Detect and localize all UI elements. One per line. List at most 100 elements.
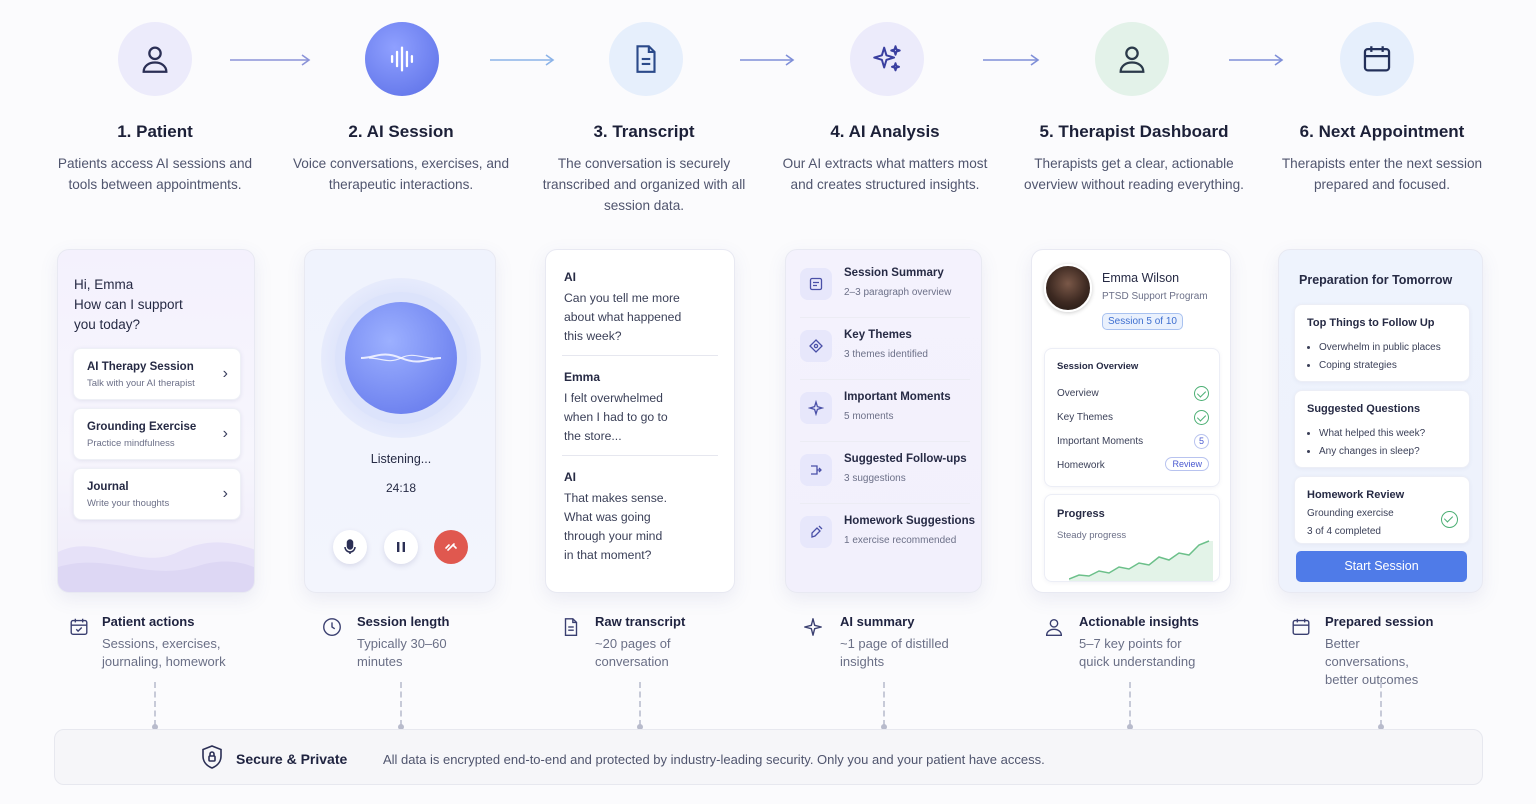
homework-review-box: Homework Review Grounding exercise 3 of … bbox=[1294, 476, 1470, 544]
footer-title: Prepared session bbox=[1325, 614, 1434, 629]
transcript-message: Emma I felt overwhelmed when I had to go… bbox=[564, 370, 719, 446]
message-line: in that moment? bbox=[564, 548, 652, 562]
important-moments-row: Important Moments 5 moments bbox=[800, 386, 970, 442]
homework-count: 3 of 4 completed bbox=[1307, 526, 1381, 537]
message-line: That makes sense. bbox=[564, 491, 667, 505]
suggested-followups-row: Suggested Follow-ups 3 suggestions bbox=[800, 448, 970, 504]
homework-icon bbox=[800, 516, 832, 548]
ai-therapy-session-item[interactable]: AI Therapy Session Talk with your AI the… bbox=[73, 348, 241, 400]
greeting: Hi, Emma How can I support you today? bbox=[74, 275, 183, 335]
mic-button[interactable] bbox=[333, 530, 367, 564]
pause-button[interactable] bbox=[384, 530, 418, 564]
footer-desc: Better conversations, better outcomes bbox=[1325, 636, 1419, 687]
sparkle-icon bbox=[804, 618, 822, 636]
message-line: this week? bbox=[564, 329, 622, 343]
footer-desc: ~20 pages of conversation bbox=[595, 636, 671, 669]
sparkles-icon bbox=[873, 45, 901, 72]
listening-status: Listening... bbox=[370, 452, 432, 466]
panel-title: Session Overview bbox=[1057, 361, 1139, 372]
soundwave-icon bbox=[390, 46, 414, 72]
footer-title: Raw transcript bbox=[595, 614, 686, 629]
follow-up-item: Overwhelm in public places bbox=[1319, 339, 1441, 357]
footer-title: Session length bbox=[357, 614, 450, 629]
step-2-icon-circle bbox=[365, 22, 439, 96]
item-title: Grounding Exercise bbox=[87, 421, 197, 433]
footer-desc: Sessions, exercises, journaling, homewor… bbox=[102, 636, 226, 669]
message-line: Can you tell me more bbox=[564, 291, 680, 305]
row-subtitle: 2–3 paragraph overview bbox=[844, 287, 952, 298]
box-title: Top Things to Follow Up bbox=[1307, 317, 1435, 329]
secure-title: Secure & Private bbox=[236, 751, 348, 767]
footer-title: AI summary bbox=[840, 614, 915, 629]
divider bbox=[562, 455, 718, 456]
review-button[interactable]: Review bbox=[1165, 457, 1209, 471]
progress-sparkline bbox=[1069, 540, 1213, 581]
item-title: AI Therapy Session bbox=[87, 361, 194, 373]
end-call-button[interactable] bbox=[434, 530, 468, 564]
microphone-icon bbox=[344, 539, 356, 554]
document-icon bbox=[636, 45, 656, 73]
clock-icon bbox=[323, 618, 341, 636]
transcript-card: AI Can you tell me more about what happe… bbox=[545, 249, 735, 593]
message-line: I felt overwhelmed bbox=[564, 391, 663, 405]
flow-arrow bbox=[1229, 53, 1285, 66]
row-title: Key Themes bbox=[844, 329, 912, 341]
wave-decoration bbox=[58, 542, 254, 592]
speaker-name: AI bbox=[564, 270, 576, 284]
connector-line bbox=[637, 682, 643, 730]
step-2-title: 2. AI Session bbox=[348, 122, 454, 141]
ai-analysis-card: Session Summary 2–3 paragraph overview K… bbox=[785, 249, 982, 593]
message-line: when I had to go to bbox=[564, 410, 668, 424]
transcript-message: AI Can you tell me more about what happe… bbox=[564, 270, 719, 346]
pause-icon bbox=[397, 542, 405, 552]
step-3-title: 3. Transcript bbox=[593, 122, 695, 141]
step-5-title: 5. Therapist Dashboard bbox=[1039, 122, 1229, 141]
session-overview-panel: Session Overview Overview Key Themes Imp… bbox=[1044, 348, 1220, 487]
step-3-icon-circle bbox=[609, 22, 683, 96]
calendar-icon bbox=[1363, 46, 1391, 72]
overview-row: Overview bbox=[1057, 386, 1209, 401]
transcript-message: AI That makes sense. What was going thro… bbox=[564, 470, 719, 565]
message-line: about what happened bbox=[564, 310, 682, 324]
therapist-dashboard-card: Emma Wilson PTSD Support Program Session… bbox=[1031, 249, 1231, 593]
session-summary-row: Session Summary 2–3 paragraph overview bbox=[800, 262, 970, 318]
patient-card: Hi, Emma How can I support you today? AI… bbox=[57, 249, 255, 593]
session-timer: 24:18 bbox=[385, 481, 417, 495]
ai-session-card: Listening... 24:18 bbox=[304, 249, 496, 593]
session-badge: Session 5 of 10 bbox=[1102, 313, 1183, 330]
connector-line bbox=[1127, 682, 1133, 730]
item-subtitle: Practice mindfulness bbox=[87, 438, 175, 449]
row-title: Homework Suggestions bbox=[844, 515, 975, 527]
homework-suggestions-row: Homework Suggestions 1 exercise recommen… bbox=[800, 510, 975, 566]
program-name: PTSD Support Program bbox=[1102, 291, 1208, 302]
flow-arrow bbox=[983, 53, 1041, 66]
box-title: Homework Review bbox=[1307, 489, 1405, 501]
patient-name: Emma Wilson bbox=[1102, 271, 1180, 285]
divider bbox=[562, 355, 718, 356]
preparation-card: Preparation for Tomorrow Top Things to F… bbox=[1278, 249, 1483, 593]
secure-banner: Secure & Private All data is encrypted e… bbox=[54, 729, 1483, 785]
row-title: Important Moments bbox=[844, 391, 951, 403]
prep-title: Preparation for Tomorrow bbox=[1299, 273, 1453, 287]
row-subtitle: 5 moments bbox=[844, 411, 894, 422]
row-subtitle: 3 suggestions bbox=[844, 473, 906, 484]
footer-title: Patient actions bbox=[102, 614, 195, 629]
end-call-icon bbox=[445, 543, 457, 551]
journal-item[interactable]: Journal Write your thoughts › bbox=[73, 468, 241, 520]
step-1-icon-circle bbox=[118, 22, 192, 96]
grounding-exercise-item[interactable]: Grounding Exercise Practice mindfulness … bbox=[73, 408, 241, 460]
row-label: Homework bbox=[1057, 460, 1105, 471]
step-2-desc: Voice conversations, exercises, and ther… bbox=[292, 156, 510, 192]
connector-line bbox=[1378, 682, 1384, 730]
avatar bbox=[1044, 264, 1092, 312]
start-session-button[interactable]: Start Session bbox=[1296, 551, 1467, 582]
divider bbox=[800, 317, 970, 318]
divider bbox=[800, 379, 970, 380]
connector-line bbox=[152, 682, 158, 730]
chevron-right-icon: › bbox=[222, 365, 228, 382]
check-icon bbox=[1194, 410, 1209, 425]
step-6-desc: Therapists enter the next session prepar… bbox=[1281, 156, 1483, 192]
step-1-title: 1. Patient bbox=[117, 122, 193, 141]
item-subtitle: Talk with your AI therapist bbox=[87, 378, 195, 389]
